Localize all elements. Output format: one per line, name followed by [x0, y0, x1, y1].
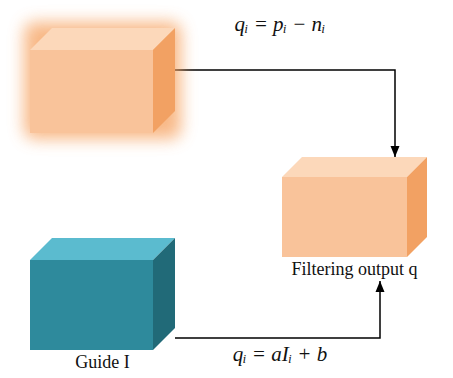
cube-side	[153, 28, 175, 133]
cube-node: Guide I	[30, 238, 175, 374]
cube-node	[30, 28, 175, 133]
cube-front	[30, 50, 153, 133]
cube-shape	[30, 238, 175, 350]
arrow-head	[391, 146, 400, 157]
cube-shape	[30, 28, 175, 133]
glow-halo	[24, 22, 181, 139]
arrow-head	[376, 281, 385, 292]
connector-line	[175, 70, 395, 157]
connector-arrow	[175, 281, 385, 338]
cube-side	[153, 238, 175, 350]
cube-side	[407, 157, 427, 257]
cube-top	[30, 238, 175, 260]
cube-top	[30, 28, 175, 50]
cube-top	[282, 157, 427, 177]
equation-label: qᵢ = aIᵢ + b	[231, 342, 329, 366]
node-caption: Guide I	[75, 352, 129, 372]
equation-label: qᵢ = pᵢ − nᵢ	[233, 12, 328, 36]
cube-node: Filtering output q	[262, 157, 447, 281]
cube-front	[30, 260, 153, 350]
cube-shape	[282, 157, 427, 257]
connector-arrow	[175, 70, 400, 157]
cube-front	[282, 177, 407, 257]
connector-line	[175, 281, 380, 338]
node-caption: Filtering output q	[292, 259, 418, 279]
